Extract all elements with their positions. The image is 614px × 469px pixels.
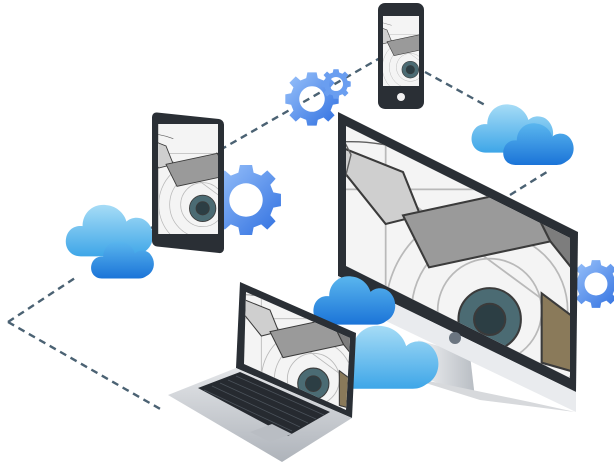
monitor-logo xyxy=(449,332,461,344)
gear-icon xyxy=(285,72,339,126)
monitor-chin xyxy=(338,276,576,412)
smartphone-screen xyxy=(354,16,447,95)
gear-icon xyxy=(572,260,614,308)
connector-line xyxy=(7,320,163,412)
smartphone xyxy=(354,3,447,109)
desktop-monitor xyxy=(338,112,578,412)
connector-line xyxy=(424,70,486,107)
cloud-icon xyxy=(471,104,574,165)
laptop xyxy=(168,282,356,462)
connector-line xyxy=(219,56,381,152)
tablet xyxy=(152,112,224,254)
laptop-trackpad xyxy=(250,424,292,442)
keyboard-keys xyxy=(203,375,325,432)
home-button xyxy=(397,93,405,101)
connector-line xyxy=(7,276,76,324)
connector-line xyxy=(509,168,551,197)
cloud-icon xyxy=(65,204,154,279)
